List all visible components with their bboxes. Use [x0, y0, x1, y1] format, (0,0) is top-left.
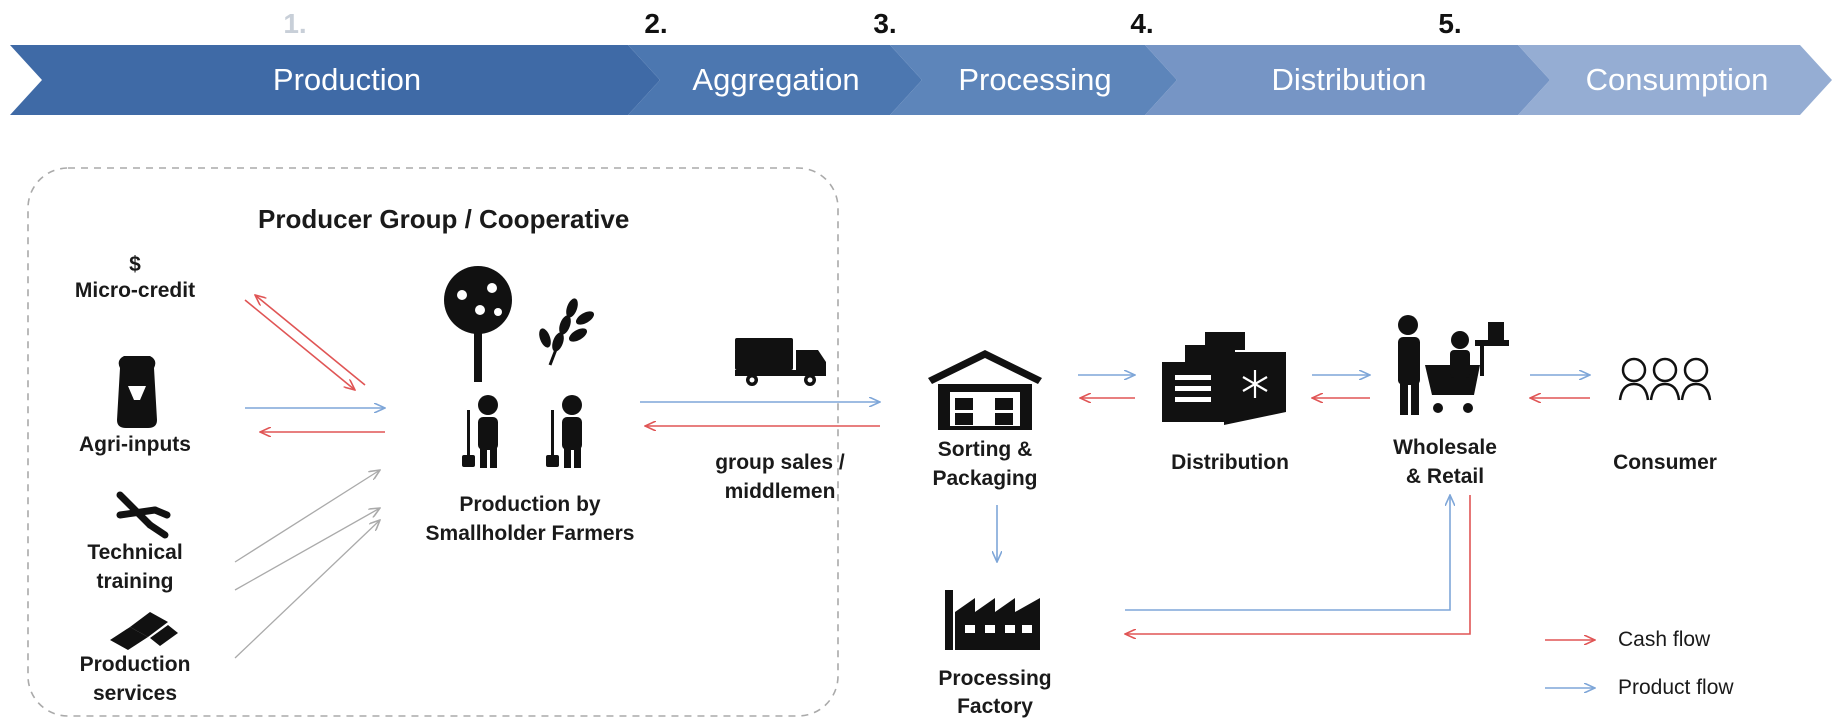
wholesale-label-2: & Retail: [1405, 465, 1485, 488]
technical-training-label-2: training: [96, 570, 174, 593]
stage-number-5: 5.: [1438, 8, 1462, 39]
stage-number-2: 2.: [644, 8, 668, 39]
sorting-label-2: Packaging: [932, 467, 1038, 490]
stage-number-1: 1.: [283, 8, 307, 39]
cold-storage-icon: [1162, 332, 1286, 425]
group-sales-label-2: middlemen: [724, 480, 836, 503]
factory-icon: [945, 590, 1040, 650]
stage-label-distribution: Distribution: [1271, 62, 1427, 97]
production-services-label-1: Production: [79, 653, 191, 676]
production-label-2: Smallholder Farmers: [425, 522, 635, 545]
chevron-processing: [890, 45, 1177, 115]
consumers-icon: [1618, 357, 1712, 401]
chevron-distribution: [1145, 45, 1550, 115]
wheat-icon: [539, 298, 595, 366]
shopper-retail-icon: [1398, 315, 1509, 415]
stage-label-aggregation: Aggregation: [692, 62, 860, 97]
group-sales-label-1: group sales /: [715, 451, 845, 474]
stage-number-4: 4.: [1130, 8, 1154, 39]
sorting-label-1: Sorting &: [937, 438, 1033, 461]
cooperative-boundary: [27, 167, 839, 717]
production-label-1: Production by: [459, 493, 601, 516]
distribution-label: Distribution: [1171, 451, 1289, 474]
chevron-consumption: [1518, 45, 1832, 115]
chevron-production: [10, 45, 660, 115]
production-services-label-2: services: [92, 682, 178, 705]
production-services-icon: [110, 612, 178, 650]
technical-training-label-1: Technical: [87, 541, 183, 564]
consumer-label: Consumer: [1613, 451, 1717, 474]
factory-label-1: Processing: [938, 667, 1052, 690]
pruning-shears-icon: [116, 491, 171, 539]
legend-product-label: Product flow: [1618, 676, 1734, 699]
stage-label-processing: Processing: [958, 62, 1112, 97]
stage-label-consumption: Consumption: [1585, 62, 1769, 97]
agri-inputs-label: Agri-inputs: [79, 433, 191, 456]
wholesale-label-1: Wholesale: [1393, 436, 1497, 459]
legend-cash-label: Cash flow: [1618, 628, 1711, 651]
sack-icon: [117, 356, 157, 428]
stage-number-3: 3.: [873, 8, 897, 39]
truck-icon: [735, 338, 826, 386]
warehouse-icon: [928, 350, 1042, 430]
factory-label-2: Factory: [957, 695, 1033, 718]
farmers-icon: [462, 395, 582, 468]
cooperative-title: Producer Group / Cooperative: [258, 204, 630, 234]
chevron-aggregation: [628, 45, 922, 115]
stage-label-production: Production: [272, 62, 422, 97]
micro-credit-label: Micro-credit: [74, 279, 196, 302]
fruit-tree-icon: [444, 266, 512, 382]
dollar-icon: $: [129, 253, 141, 276]
